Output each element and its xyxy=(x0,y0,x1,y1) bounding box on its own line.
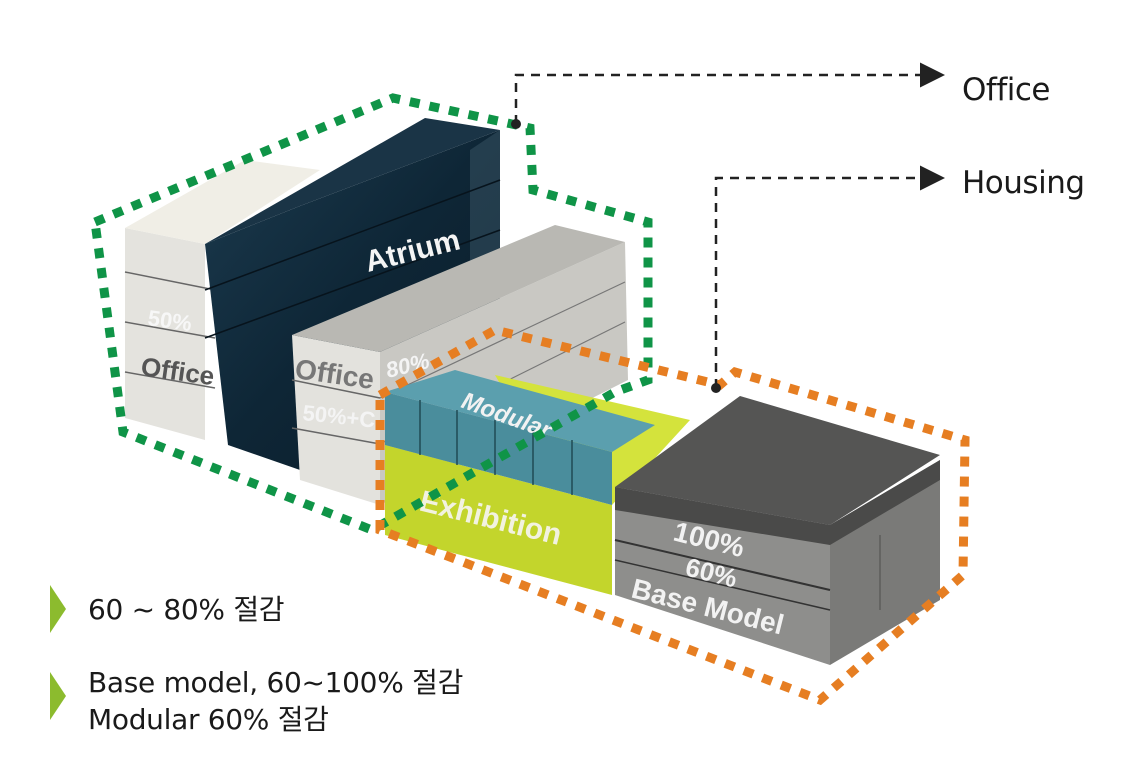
left-office-block xyxy=(124,160,320,440)
modular-block xyxy=(385,370,655,505)
triangle-bullet-icon xyxy=(50,585,66,633)
legend-text: 60 ~ 80% 절감 xyxy=(88,593,285,626)
legend-text: Base model, 60~100% 절감 Modular 60% 절감 xyxy=(88,666,464,736)
office-group-outline xyxy=(90,93,653,535)
housing-callout-label: Housing xyxy=(962,165,1085,201)
office-callout-label: Office xyxy=(962,72,1050,108)
legend-item-housing: Base model, 60~100% 절감 Modular 60% 절감 xyxy=(50,666,463,738)
housing-group-outline xyxy=(375,325,970,706)
housing-callout-connector xyxy=(711,165,945,393)
legend-item-office: 60 ~ 80% 절감 xyxy=(50,585,285,633)
base-model-block xyxy=(614,396,940,665)
office-callout-connector xyxy=(511,62,945,129)
left-office-pct-label: 50% xyxy=(146,305,193,336)
triangle-bullet-icon xyxy=(50,672,66,720)
